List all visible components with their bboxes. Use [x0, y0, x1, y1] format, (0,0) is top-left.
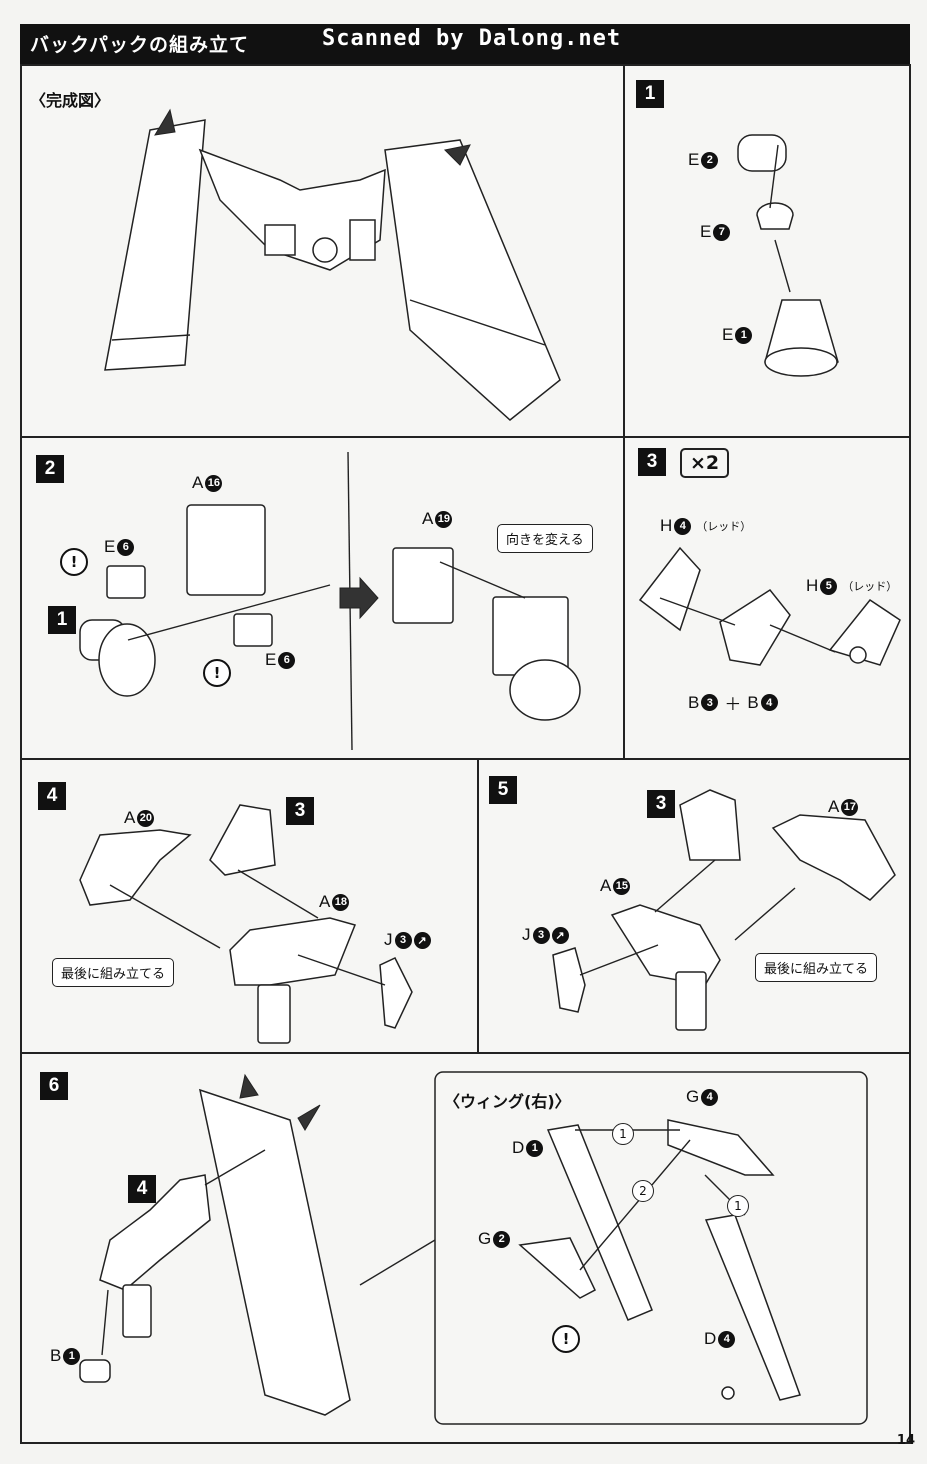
- step5-drawing: [552, 789, 896, 1031]
- step2-warning-icon-bottom: !: [203, 659, 231, 687]
- step6-number: 6: [40, 1072, 68, 1100]
- step6-subassembly-ref: 4: [128, 1175, 156, 1203]
- step2-callout-change-orientation: 向きを変える: [497, 524, 593, 553]
- header-bar: [20, 24, 910, 64]
- step2-warning-icon-top: !: [60, 548, 88, 576]
- step6-drawing: [79, 1071, 868, 1425]
- step3-drawing: [638, 546, 901, 666]
- wing-order-1-first: 1: [612, 1123, 634, 1145]
- step4-number: 4: [38, 782, 66, 810]
- step2-number: 2: [36, 455, 64, 483]
- wing-warning-icon: !: [552, 1325, 580, 1353]
- page-title: バックパックの組み立て: [30, 34, 250, 56]
- step6-panel: [20, 1052, 911, 1444]
- step5-subassembly-ref: 3: [647, 790, 675, 818]
- wing-order-2: 2: [632, 1180, 654, 1202]
- page-number: 14: [896, 1433, 915, 1448]
- step4-drawing: [79, 804, 413, 1044]
- scan-watermark: Scanned by Dalong.net: [322, 26, 622, 51]
- completed-view-label: 〈完成図〉: [30, 91, 111, 110]
- completed-backpack-drawing: [104, 108, 561, 421]
- step2-subassembly-ref: 1: [48, 606, 76, 634]
- step4-callout-assemble-last: 最後に組み立てる: [52, 958, 175, 987]
- wing-order-1-second: 1: [727, 1195, 749, 1217]
- step1-drawing: [737, 134, 839, 377]
- step5-callout-assemble-last: 最後に組み立てる: [755, 953, 878, 982]
- step3-quantity-badge: ×2: [680, 448, 730, 478]
- step2-drawing: [79, 451, 581, 751]
- step1-number: 1: [636, 80, 664, 108]
- step4-subassembly-ref: 3: [286, 797, 314, 825]
- step1-panel: [623, 64, 911, 438]
- step3-number: 3: [638, 448, 666, 476]
- wing-right-label: 〈ウィング(右)〉: [444, 1092, 571, 1111]
- step5-number: 5: [489, 776, 517, 804]
